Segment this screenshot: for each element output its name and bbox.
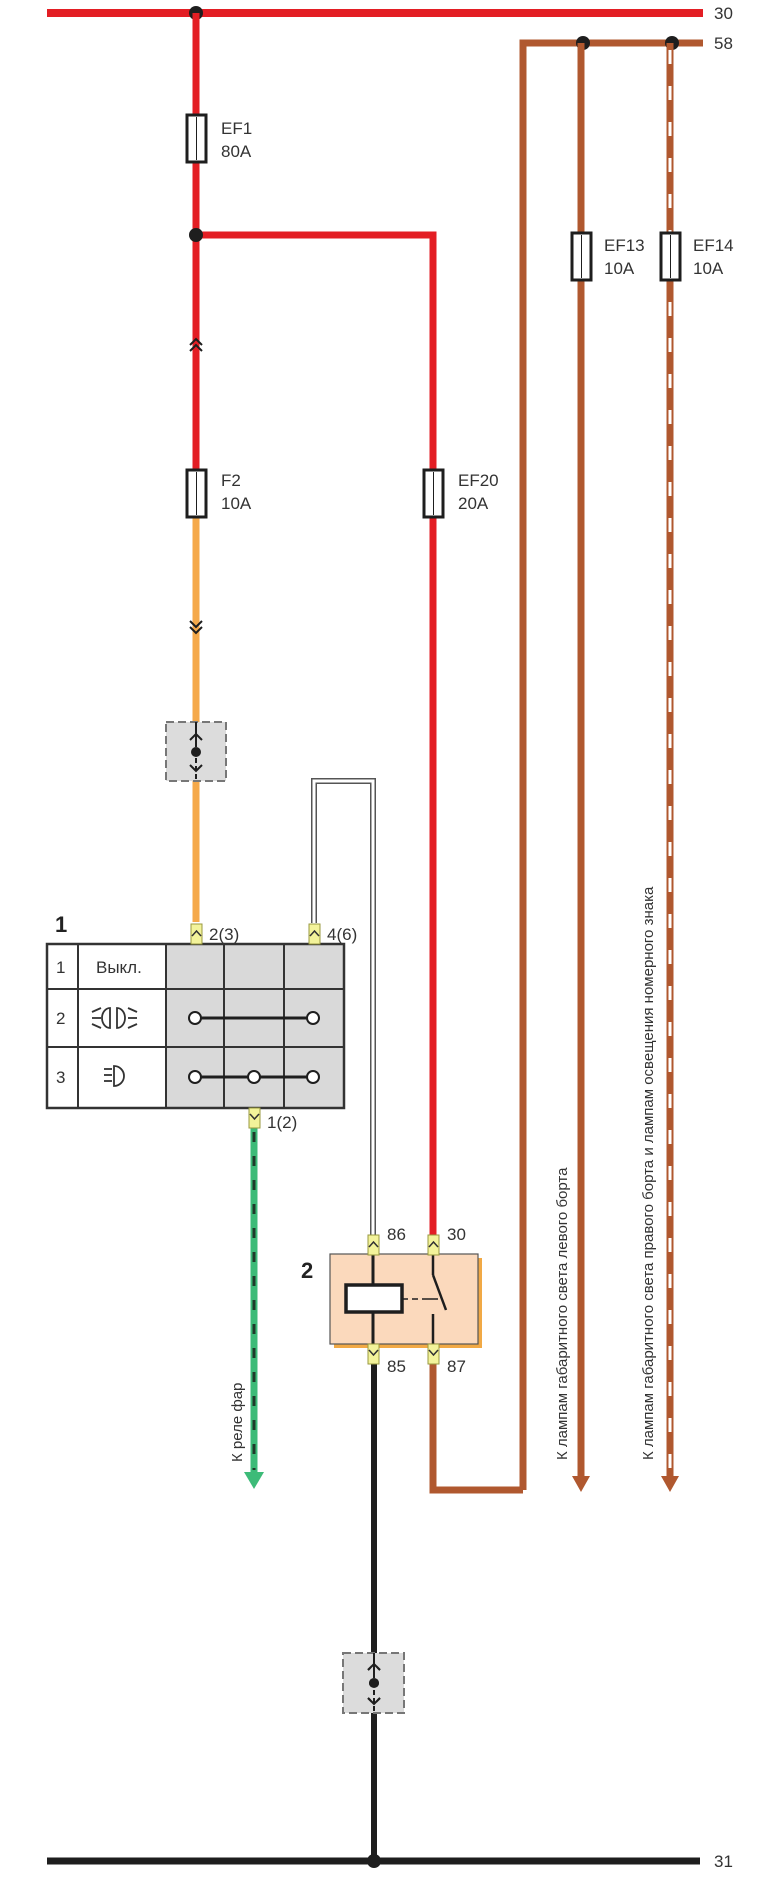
- inline-connector-1: [165, 721, 227, 782]
- bus-30-label: 30: [714, 4, 733, 23]
- fuse-ef20-rating: 20A: [458, 494, 489, 513]
- switch-contacts: [188, 1011, 320, 1084]
- relay-pin-30: 30: [447, 1225, 466, 1244]
- fuse-f2-name: F2: [221, 471, 241, 490]
- bus-58-label: 58: [714, 34, 733, 53]
- parking-light-icon: [104, 1065, 125, 1087]
- relay-number: 2: [301, 1258, 313, 1283]
- relay-87-wire: [429, 1362, 523, 1494]
- arrow-down-icon: [572, 1476, 590, 1492]
- junction-dot: [367, 1854, 381, 1868]
- fuse-ef1-rating: 80A: [221, 142, 252, 161]
- switch-row-1-pos: 1: [56, 958, 65, 977]
- pin-connector: [427, 1234, 440, 1256]
- switch-row-2-pos: 2: [56, 1009, 65, 1028]
- bus-58-wire: [519, 39, 703, 1490]
- pin-label-2-3: 2(3): [209, 925, 239, 944]
- relay-body: [329, 1253, 482, 1348]
- pin-connector: [248, 1107, 261, 1129]
- destination-left-side: К лампам габаритного света левого борта: [554, 1167, 571, 1460]
- junction-dot: [189, 228, 203, 242]
- fuse-ef14-name: EF14: [693, 236, 734, 255]
- fuse-ef1-name: EF1: [221, 119, 252, 138]
- relay-pin-87: 87: [447, 1357, 466, 1376]
- arrow-down-icon: [661, 1476, 679, 1492]
- fuse-ef14-rating: 10A: [693, 259, 724, 278]
- switch-row-3-pos: 3: [56, 1068, 65, 1087]
- fuse-ef20-name: EF20: [458, 471, 499, 490]
- relay-pin-85: 85: [387, 1357, 406, 1376]
- pin-label-4-6: 4(6): [327, 925, 357, 944]
- pin-connector: [308, 923, 321, 945]
- pin-label-1-2: 1(2): [267, 1113, 297, 1132]
- fuse-ef13-name: EF13: [604, 236, 645, 255]
- pin-connector: [367, 1343, 380, 1365]
- fuse-ef13-rating: 10A: [604, 259, 635, 278]
- headlight-icon: [91, 1007, 138, 1029]
- connector-chevron-icon: [189, 337, 203, 352]
- destination-headlight-relay: К реле фар: [229, 1383, 246, 1462]
- connector-chevron-icon: [189, 620, 203, 635]
- switch-row-1-label: Выкл.: [96, 958, 142, 977]
- pin-connector: [427, 1343, 440, 1365]
- relay-pin-86: 86: [387, 1225, 406, 1244]
- switch-number: 1: [55, 912, 67, 937]
- destination-right-side: К лампам габаритного света правого борта…: [640, 886, 657, 1460]
- pin-connector: [190, 923, 203, 945]
- bus-31-label: 31: [714, 1852, 733, 1871]
- fuse-f2-rating: 10A: [221, 494, 252, 513]
- arrow-down-icon: [244, 1472, 264, 1489]
- ef20-wire: [196, 231, 437, 1254]
- pin-connector: [367, 1234, 380, 1256]
